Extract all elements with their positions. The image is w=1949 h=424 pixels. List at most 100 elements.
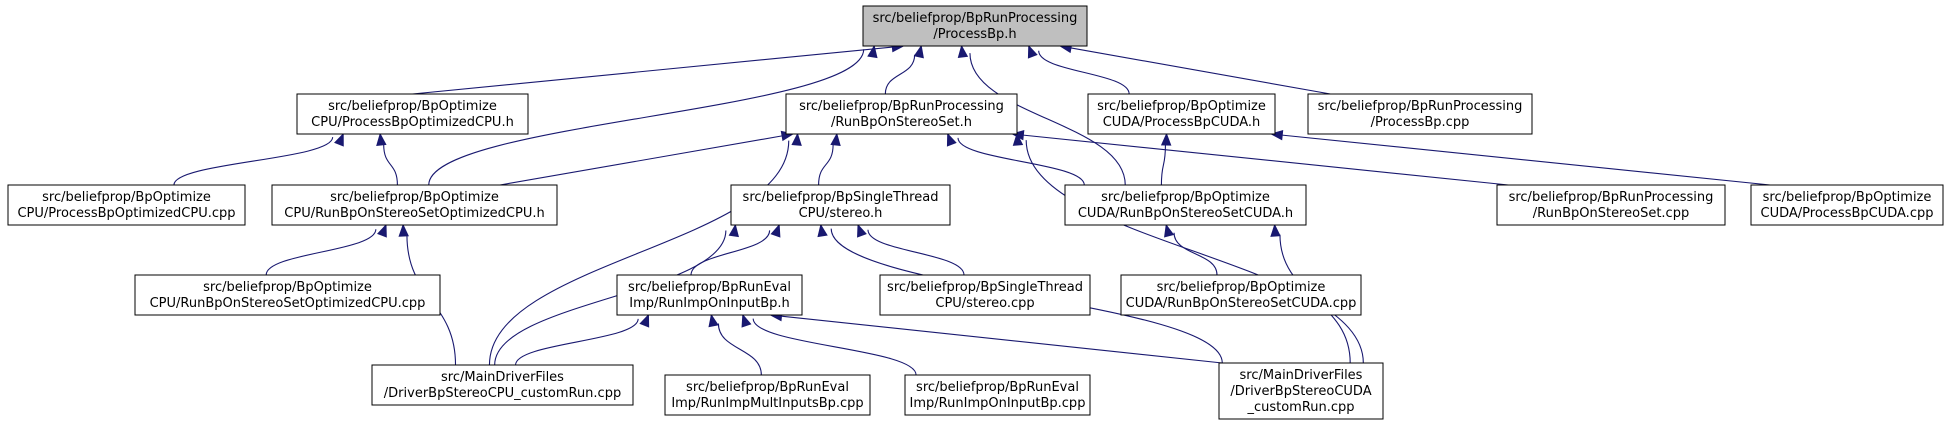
node-stereo-cpp[interactable]: src/beliefprop/BpSingleThreadCPU/stereo.… bbox=[879, 274, 1091, 316]
edge-line bbox=[1160, 144, 1166, 186]
edge-drv_cpu-to-runimp_h bbox=[515, 313, 650, 366]
edge-line bbox=[383, 144, 398, 186]
edge-line bbox=[1038, 50, 1130, 95]
node-label-line: _customRun.cpp bbox=[1246, 400, 1354, 415]
node-box bbox=[879, 274, 1091, 316]
arrowhead bbox=[946, 132, 957, 147]
node-cpu-cpp[interactable]: src/beliefprop/BpOptimizeCPU/ProcessBpOp… bbox=[7, 184, 246, 226]
edge-drv_cpu-to-runset_h bbox=[488, 132, 802, 366]
node-box bbox=[1064, 184, 1307, 226]
node-multi-cpp[interactable]: src/beliefprop/BpRunEvalImp/RunImpMultIn… bbox=[664, 374, 871, 416]
edge-cuda_h-to-root bbox=[1027, 44, 1130, 95]
node-box bbox=[1120, 274, 1362, 316]
node-box bbox=[664, 374, 871, 416]
node-cuda-h[interactable]: src/beliefprop/BpOptimizeCUDA/ProcessBpC… bbox=[1087, 93, 1276, 135]
arrowhead bbox=[791, 132, 802, 146]
node-label-line: CPU/ProcessBpOptimizedCPU.cpp bbox=[17, 206, 235, 221]
node-cuda-cpp[interactable]: src/beliefprop/BpOptimizeCUDA/ProcessBpC… bbox=[1750, 184, 1944, 226]
node-label-line: Imp/RunImpOnInputBp.h bbox=[629, 296, 789, 311]
node-label-line: src/beliefprop/BpOptimize bbox=[1101, 190, 1270, 205]
node-drv-cpu[interactable]: src/MainDriverFiles/DriverBpStereoCPU_cu… bbox=[371, 364, 634, 406]
edge-cpu_cpp-to-cpu_h bbox=[173, 132, 344, 186]
node-label-line: /ProcessBp.h bbox=[933, 27, 1016, 42]
node-runcuda-cpp[interactable]: src/beliefprop/BpOptimizeCUDA/RunBpOnSte… bbox=[1120, 274, 1362, 316]
edge-stereo_cpp-to-stereo_h bbox=[857, 223, 965, 276]
edge-root_cpp-to-root bbox=[1058, 42, 1331, 95]
arrowhead bbox=[376, 132, 387, 146]
node-label-line: src/beliefprop/BpRunProcessing bbox=[1318, 99, 1523, 114]
edge-stereo_h-to-runset_h bbox=[818, 132, 841, 186]
edge-line bbox=[884, 54, 916, 95]
arrowhead bbox=[857, 223, 867, 238]
node-label-line: src/beliefprop/BpOptimize bbox=[1763, 190, 1932, 205]
node-label-line: src/MainDriverFiles bbox=[1240, 368, 1363, 383]
node-label-line: src/beliefprop/BpRunProcessing bbox=[799, 99, 1004, 114]
edge-runcpu_h-to-runset_h bbox=[499, 130, 795, 186]
node-runcpu-cpp[interactable]: src/beliefprop/BpOptimizeCPU/RunBpOnSter… bbox=[134, 274, 441, 316]
edge-line bbox=[488, 140, 790, 366]
node-box bbox=[730, 184, 951, 226]
arrowhead bbox=[398, 223, 409, 237]
edge-line bbox=[499, 135, 783, 186]
node-runimp-h[interactable]: src/beliefprop/BpRunEvalImp/RunImpOnInpu… bbox=[616, 274, 803, 316]
node-label-line: Imp/RunImpMultInputsBp.cpp bbox=[671, 396, 863, 411]
node-box bbox=[1750, 184, 1944, 226]
arrowhead bbox=[639, 313, 650, 328]
arrowhead bbox=[817, 223, 828, 238]
edge-line bbox=[173, 137, 334, 186]
node-runset-cpp[interactable]: src/beliefprop/BpRunProcessing/RunBpOnSt… bbox=[1496, 184, 1726, 226]
node-label-line: src/beliefprop/BpSingleThread bbox=[887, 280, 1083, 295]
node-label-line: /DriverBpStereoCUDA bbox=[1230, 384, 1371, 399]
edge-line bbox=[717, 323, 762, 376]
node-box bbox=[271, 184, 558, 226]
edge-line bbox=[494, 230, 727, 366]
node-runimp-cpp[interactable]: src/beliefprop/BpRunEvalImp/RunImpOnInpu… bbox=[904, 374, 1091, 416]
edge-multi_cpp-to-runimp_h bbox=[708, 313, 762, 376]
arrowhead bbox=[913, 44, 924, 59]
node-box bbox=[1307, 93, 1533, 135]
node-label-line: CPU/stereo.h bbox=[799, 206, 883, 221]
arrowhead bbox=[867, 44, 878, 59]
node-cpu-h[interactable]: src/beliefprop/BpOptimizeCPU/ProcessBpOp… bbox=[296, 93, 529, 135]
node-label-line: /RunBpOnStereoSet.h bbox=[831, 115, 972, 130]
edge-line bbox=[1070, 47, 1331, 95]
node-label-line: CUDA/ProcessBpCUDA.cpp bbox=[1761, 206, 1934, 221]
node-runset-h[interactable]: src/beliefprop/BpRunProcessing/RunBpOnSt… bbox=[785, 93, 1018, 135]
node-drv-cuda[interactable]: src/MainDriverFiles/DriverBpStereoCUDA_c… bbox=[1218, 362, 1384, 420]
node-box bbox=[862, 5, 1088, 47]
edge-runset_cpp-to-runset_h bbox=[1011, 129, 1509, 186]
node-root: src/beliefprop/BpRunProcessing/ProcessBp… bbox=[862, 5, 1088, 47]
edge-line bbox=[1282, 134, 1771, 186]
edge-runcpu_h-to-root bbox=[428, 44, 878, 186]
node-stereo-h[interactable]: src/beliefprop/BpSingleThreadCPU/stereo.… bbox=[730, 184, 951, 226]
arrowhead bbox=[334, 132, 344, 147]
arrowhead bbox=[1269, 129, 1284, 141]
node-label-line: src/beliefprop/BpOptimize bbox=[42, 190, 211, 205]
edges-layer bbox=[173, 41, 1771, 376]
edge-runcuda_cpp-to-runcuda_h bbox=[1164, 223, 1218, 276]
node-box bbox=[1496, 184, 1726, 226]
edge-line bbox=[867, 229, 965, 276]
node-box bbox=[616, 274, 803, 316]
edge-line bbox=[818, 144, 834, 186]
edge-line bbox=[752, 318, 917, 376]
edge-drv_cpu-to-stereo_h bbox=[494, 223, 739, 366]
edge-line bbox=[428, 49, 865, 186]
edge-line bbox=[1173, 232, 1218, 276]
node-runcuda-h[interactable]: src/beliefprop/BpOptimizeCUDA/RunBpOnSte… bbox=[1064, 184, 1307, 226]
node-label-line: CPU/RunBpOnStereoSetOptimizedCPU.cpp bbox=[150, 296, 426, 311]
edge-drv_cuda-to-runimp_h bbox=[769, 310, 1223, 364]
node-root-cpp[interactable]: src/beliefprop/BpRunProcessing/ProcessBp… bbox=[1307, 93, 1533, 135]
node-label-line: src/beliefprop/BpSingleThread bbox=[743, 190, 939, 205]
node-label-line: src/MainDriverFiles bbox=[441, 370, 564, 385]
arrowhead bbox=[1160, 132, 1172, 146]
node-box bbox=[1087, 93, 1276, 135]
edge-line bbox=[412, 46, 893, 95]
arrowhead bbox=[1012, 132, 1024, 146]
node-box bbox=[371, 364, 634, 406]
node-label-line: src/beliefprop/BpOptimize bbox=[203, 280, 372, 295]
edge-drv_cuda-to-runset_h bbox=[1012, 132, 1364, 364]
node-runcpu-h[interactable]: src/beliefprop/BpOptimizeCPU/RunBpOnSter… bbox=[271, 184, 558, 226]
edge-runimp_cpp-to-runimp_h bbox=[741, 313, 917, 376]
